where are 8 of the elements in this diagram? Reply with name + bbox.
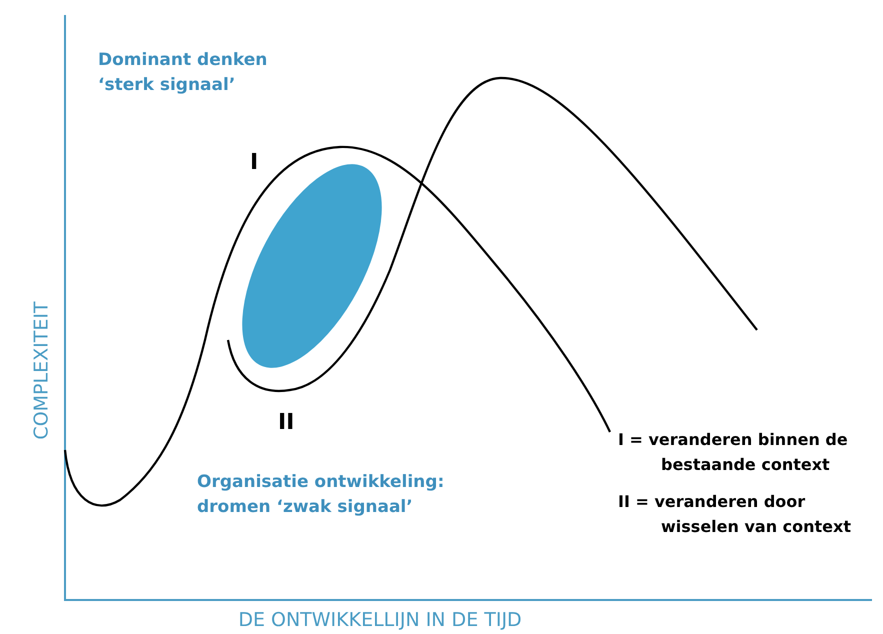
annotation-text: Organisatie ontwikkeling: dromen ‘zwak signaal’	[197, 471, 446, 519]
axis-title: COMPLEXITEIT	[30, 300, 54, 442]
definition-text: II = veranderen door wisselen van context	[618, 491, 852, 538]
roman-numeral: I	[250, 150, 258, 175]
roman-numeral: II	[278, 410, 294, 435]
definition-text: I = veranderen binnen de bestaande context	[618, 429, 849, 476]
axis-title: DE ONTWIKKELLIJN IN DE TIJD	[237, 608, 523, 633]
annotation-text: Dominant denken ‘sterk signaal’	[98, 49, 268, 97]
